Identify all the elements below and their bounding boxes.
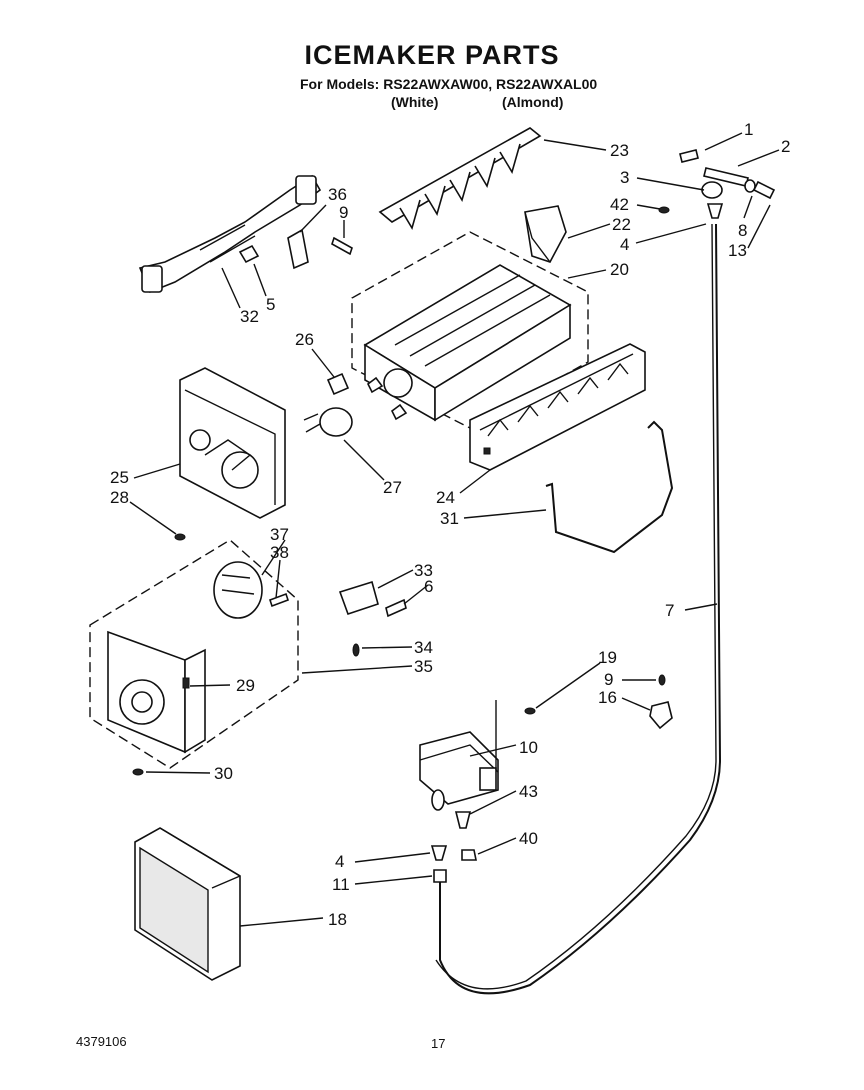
callout-13: 13	[728, 241, 747, 260]
callout-40: 40	[519, 829, 538, 848]
callout-36: 36	[328, 185, 347, 204]
color-almond-label: (Almond)	[502, 94, 564, 110]
ice-bin-part-18	[134, 827, 241, 981]
callout-10: 10	[519, 738, 538, 757]
screw-part-19	[524, 707, 536, 715]
callout-43: 43	[519, 782, 538, 801]
shutoff-arm-part	[545, 420, 674, 554]
page-number: 17	[431, 1036, 446, 1051]
callout-38: 38	[270, 543, 289, 562]
callout-31: 31	[440, 509, 459, 528]
color-white-label: (White)	[391, 94, 439, 110]
callout-3: 3	[620, 168, 629, 187]
bracket-part-22	[524, 205, 567, 263]
callout-34: 34	[414, 638, 433, 657]
fittings-parts-4-11	[430, 845, 448, 883]
mold-part	[351, 231, 589, 429]
callout-16: 16	[598, 688, 617, 707]
motor-part-37	[213, 561, 290, 619]
callout-2: 2	[781, 137, 790, 156]
callout-33: 33	[414, 561, 433, 580]
callout-25: 25	[110, 468, 129, 487]
callout-labels: 1 2 3 42 22 4 8 13 23 20 36 9 32 5 26 27…	[110, 120, 790, 929]
bracket-part-36	[287, 228, 353, 270]
screw-part-30	[132, 768, 144, 776]
clip-part-5	[238, 244, 260, 264]
callout-9-bottom: 9	[604, 670, 613, 689]
callout-26: 26	[295, 330, 314, 349]
callout-27: 27	[383, 478, 402, 497]
callout-32: 32	[240, 307, 259, 326]
nut-parts-43-40	[454, 811, 477, 861]
inlet-fitting-parts	[658, 149, 776, 219]
water-tube-part	[435, 223, 722, 995]
callout-18: 18	[328, 910, 347, 929]
document-number: 4379106	[76, 1034, 127, 1049]
cover-part-24	[469, 343, 646, 471]
fill-tube-part	[138, 174, 322, 294]
leader-lines	[129, 132, 780, 927]
switch-bracket-part-33	[338, 580, 407, 657]
callout-35: 35	[414, 657, 433, 676]
callout-4-top: 4	[620, 235, 629, 254]
callout-6: 6	[424, 577, 433, 596]
callout-24: 24	[436, 488, 455, 507]
callout-5: 5	[266, 295, 275, 314]
models-line: For Models: RS22AWXAW00, RS22AWXAL00	[300, 76, 598, 92]
module-housing-part	[179, 367, 286, 519]
screw-part-28	[174, 533, 186, 541]
callout-30: 30	[214, 764, 233, 783]
ejector-part	[378, 127, 542, 230]
callout-37: 37	[270, 525, 289, 544]
callout-9-top: 9	[339, 203, 348, 222]
callout-19: 19	[598, 648, 617, 667]
callout-7: 7	[665, 601, 674, 620]
callout-20: 20	[610, 260, 629, 279]
callout-28: 28	[110, 488, 129, 507]
page-title: ICEMAKER PARTS	[304, 40, 560, 70]
thermostat-part-26	[326, 372, 350, 396]
callout-42: 42	[610, 195, 629, 214]
callout-4-bottom: 4	[335, 852, 344, 871]
module-assembly-35	[89, 539, 299, 769]
water-valve-part-10	[419, 700, 499, 811]
screw-clamp-parts-9-16	[649, 674, 673, 730]
heater-connector-part-27	[303, 407, 353, 437]
callout-1: 1	[744, 120, 753, 139]
callout-29: 29	[236, 676, 255, 695]
callout-11: 11	[332, 875, 350, 894]
callout-23: 23	[610, 141, 629, 160]
callout-22: 22	[612, 215, 631, 234]
callout-8: 8	[738, 221, 747, 240]
